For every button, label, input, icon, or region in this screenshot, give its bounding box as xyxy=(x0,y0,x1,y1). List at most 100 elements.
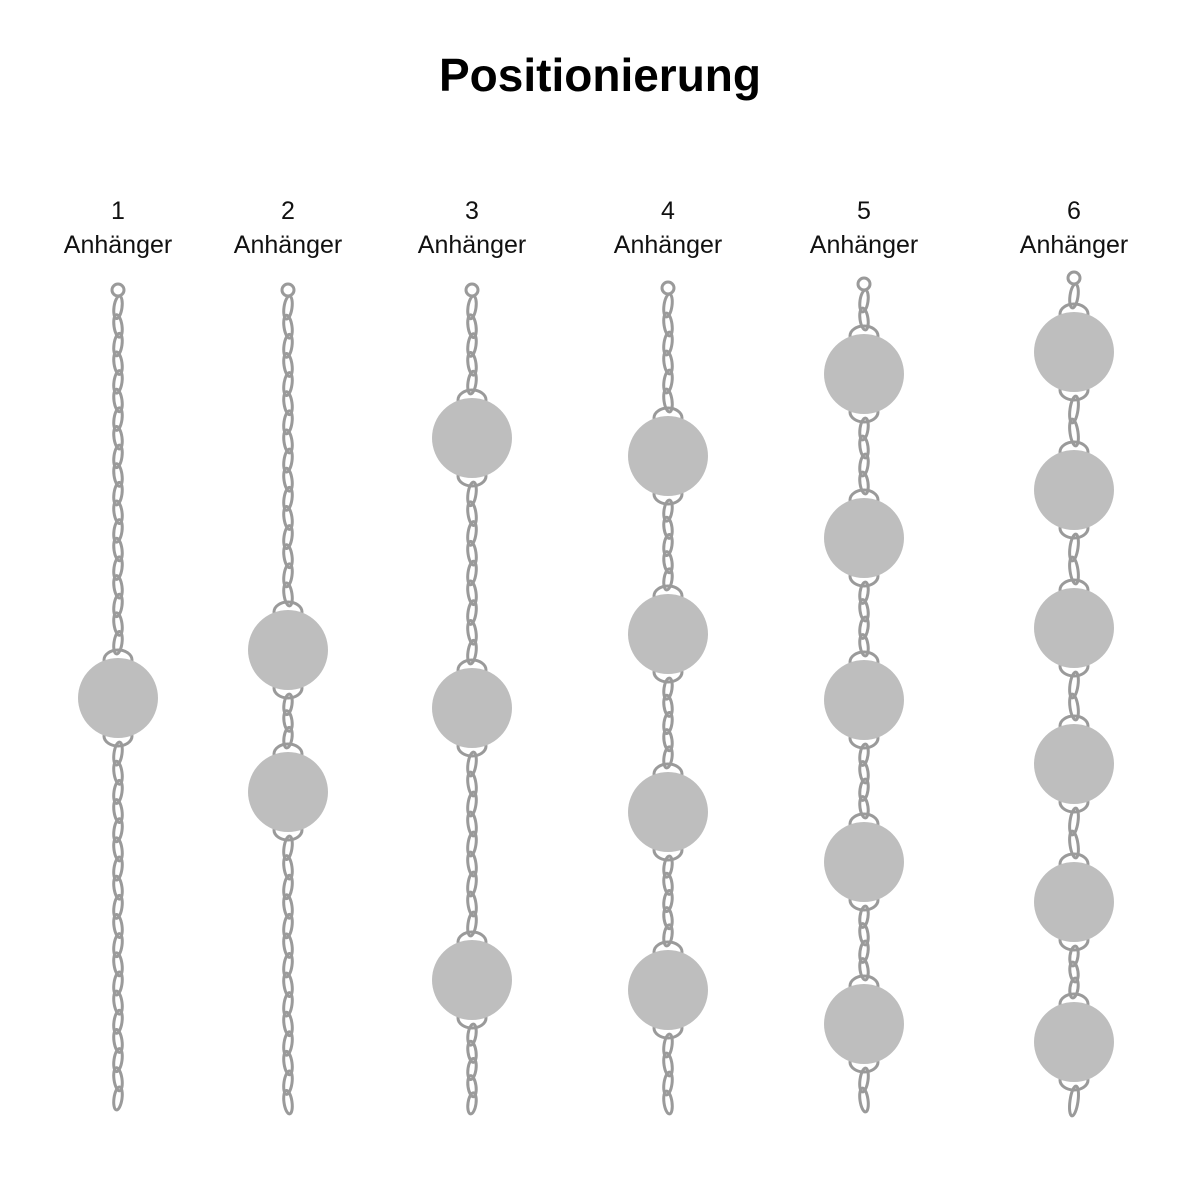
chain-link xyxy=(466,369,478,396)
pendant-disc xyxy=(78,658,158,738)
chain-link xyxy=(112,970,124,997)
chain-link xyxy=(858,416,870,442)
chain-link xyxy=(282,834,294,861)
chain-link xyxy=(282,952,294,979)
chain-link xyxy=(662,871,674,896)
chain-link xyxy=(112,1027,124,1054)
chain-link xyxy=(112,951,124,978)
clasp-ring-icon xyxy=(660,280,676,296)
chain-link xyxy=(282,332,294,359)
chain-link xyxy=(112,778,124,805)
clasp-ring-icon xyxy=(856,276,872,292)
chain-link xyxy=(282,428,294,455)
pendant-count-2: 2 xyxy=(281,197,295,225)
chain-link xyxy=(112,740,124,767)
chain-link xyxy=(466,890,478,918)
chain-link xyxy=(858,777,870,802)
chain-link xyxy=(858,434,870,460)
column-label-1: 1 Anhänger xyxy=(18,194,218,262)
chain-link xyxy=(858,1086,870,1114)
pendant-disc xyxy=(432,668,512,748)
chain-link xyxy=(466,579,478,607)
chain-link xyxy=(112,874,124,901)
chain-link xyxy=(282,1030,294,1057)
pendant-disc xyxy=(432,398,512,478)
chain-link xyxy=(466,619,478,646)
chain-link xyxy=(662,550,674,575)
pendant-disc xyxy=(1034,450,1114,530)
chain-link xyxy=(466,480,478,508)
chain-link xyxy=(282,485,294,512)
pendant-disc xyxy=(1034,724,1114,804)
chain-link xyxy=(282,725,294,750)
clasp-ring-icon xyxy=(464,282,480,298)
chain-link xyxy=(466,313,478,340)
pendant-disc xyxy=(1034,312,1114,392)
chain-link xyxy=(858,795,870,820)
chain-link xyxy=(282,504,294,531)
chain-link xyxy=(112,406,124,432)
chain-link xyxy=(1068,670,1080,700)
chain-link xyxy=(1068,960,1080,984)
chain-link xyxy=(858,1066,870,1094)
chain-link xyxy=(1068,692,1080,722)
chain-link xyxy=(466,1022,478,1047)
chain-link xyxy=(1068,282,1080,310)
chain-link xyxy=(662,1051,674,1078)
pendant-unit-2: Anhänger xyxy=(233,231,343,259)
chain-link xyxy=(466,500,478,527)
chain-link xyxy=(662,311,674,338)
chain-link xyxy=(662,728,674,753)
pendant-count-4: 4 xyxy=(661,197,675,225)
pendant-disc xyxy=(824,334,904,414)
chain-link xyxy=(1068,976,1080,1000)
chain-link xyxy=(282,581,294,608)
chain-link xyxy=(112,425,124,451)
chain-link xyxy=(112,294,124,321)
chain-link xyxy=(466,350,478,377)
chain-link xyxy=(466,332,478,358)
chain-5 xyxy=(824,276,904,1114)
chain-link xyxy=(662,567,674,592)
chain-link xyxy=(466,599,478,626)
chain-link xyxy=(858,904,870,929)
chain-3 xyxy=(432,282,512,1116)
pendant-disc xyxy=(824,984,904,1064)
chain-link xyxy=(662,923,674,948)
chain-link xyxy=(662,1032,674,1059)
chain-link xyxy=(466,520,478,547)
pendant-unit-3: Anhänger xyxy=(417,231,527,259)
chain-link xyxy=(112,555,124,581)
chain-link xyxy=(112,499,124,525)
chain-link xyxy=(1068,1084,1080,1118)
chain-link xyxy=(662,1070,674,1097)
pendant-disc xyxy=(628,594,708,674)
chain-link xyxy=(466,870,478,898)
chain-link xyxy=(282,932,294,959)
chain-link xyxy=(662,693,674,718)
pendant-disc xyxy=(1034,1002,1114,1082)
chain-link xyxy=(282,447,294,474)
column-label-5: 5 Anhänger xyxy=(764,194,964,262)
chain-link xyxy=(662,498,674,523)
pendant-disc xyxy=(1034,588,1114,668)
chain-link xyxy=(858,452,870,478)
chain-link xyxy=(112,480,124,507)
chain-link xyxy=(466,294,478,321)
chain-link xyxy=(466,850,478,878)
chain-link xyxy=(466,750,478,778)
chain-link xyxy=(662,1089,674,1116)
pendant-count-1: 1 xyxy=(111,197,125,225)
chain-link xyxy=(466,830,478,858)
chain-link xyxy=(662,676,674,701)
chain-link xyxy=(112,893,124,920)
chain-link xyxy=(112,443,124,470)
chain-link xyxy=(282,1069,294,1096)
pendant-disc xyxy=(824,822,904,902)
chain-link xyxy=(282,390,294,417)
chain-link xyxy=(112,913,124,939)
chain-link xyxy=(282,692,294,717)
chain-link xyxy=(112,574,124,600)
pendant-disc xyxy=(432,940,512,1020)
chain-link xyxy=(282,351,294,378)
